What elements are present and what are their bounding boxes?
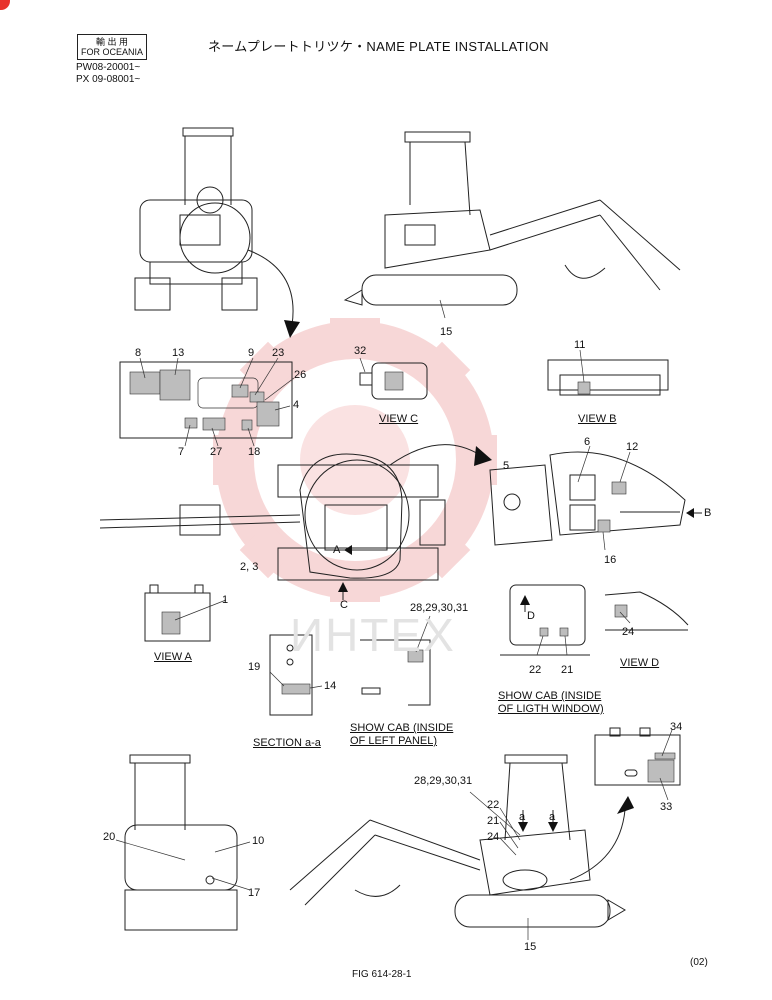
zoom-circle-top bbox=[304, 459, 410, 571]
caption-view-a: VIEW A bbox=[154, 651, 192, 663]
callout-19: 19 bbox=[248, 661, 261, 673]
callout-8: 8 bbox=[135, 347, 142, 359]
caption-view-c: VIEW C bbox=[379, 413, 419, 425]
callout-24-top: 24 bbox=[622, 626, 635, 638]
view-d-drawing bbox=[604, 591, 689, 631]
callout-10: 10 bbox=[252, 835, 265, 847]
view-a-battery bbox=[144, 584, 211, 642]
marker-a: A bbox=[333, 544, 341, 556]
side-view-machine-2 bbox=[289, 754, 626, 928]
view-c-drawing bbox=[359, 362, 428, 400]
callout-13: 13 bbox=[172, 347, 185, 359]
callout-21-bottom: 21 bbox=[487, 815, 500, 827]
side-view-machine bbox=[343, 131, 681, 306]
callout-4: 4 bbox=[293, 399, 300, 411]
marker-d: D bbox=[527, 610, 535, 622]
red-corner-mark bbox=[0, 0, 10, 10]
callout-23: 23 bbox=[272, 347, 285, 359]
callout-6: 6 bbox=[584, 436, 591, 448]
callout-33: 33 bbox=[660, 801, 673, 813]
zoom-circle-rear bbox=[179, 202, 251, 274]
serial-range-1: PW08-20001~ bbox=[76, 62, 141, 73]
watermark-text: ИНТЕХ bbox=[290, 609, 456, 661]
caption-view-d: VIEW D bbox=[620, 657, 660, 669]
view-arrows bbox=[338, 508, 702, 832]
caption-section-a-a: SECTION a-a bbox=[253, 737, 321, 749]
figure-number: FIG 614-28-1 bbox=[352, 969, 412, 980]
arrow-curve-1 bbox=[247, 249, 294, 326]
callout-22-bottom: 22 bbox=[487, 799, 500, 811]
callout-7: 7 bbox=[178, 446, 185, 458]
callout-28-31-bottom: 28,29,30,31 bbox=[414, 775, 473, 787]
cab-window-detail bbox=[500, 584, 590, 656]
revision-number: (02) bbox=[690, 957, 708, 968]
callout-21-top: 21 bbox=[561, 664, 574, 676]
view-b-drawing bbox=[547, 359, 669, 396]
callout-17: 17 bbox=[248, 887, 261, 899]
caption-cab-left-1: SHOW CAB (INSIDE bbox=[350, 722, 454, 734]
cab-detail-drawing bbox=[489, 451, 686, 546]
callout-32: 32 bbox=[354, 345, 367, 357]
caption-cab-window-2: OF LIGTH WINDOW) bbox=[498, 703, 604, 715]
callout-22-top: 22 bbox=[529, 664, 542, 676]
rear-view-machine bbox=[134, 127, 258, 311]
serial-range-2: PX 09-08001~ bbox=[76, 74, 141, 85]
callout-14: 14 bbox=[324, 680, 337, 692]
region-box: 輸 出 用 FOR OCEANIA bbox=[77, 34, 148, 60]
caption-view-b: VIEW B bbox=[578, 413, 617, 425]
callout-20: 20 bbox=[103, 831, 116, 843]
marker-section-a-2: a bbox=[549, 811, 556, 823]
callout-15-top: 15 bbox=[440, 326, 453, 338]
section-a-a bbox=[269, 634, 313, 716]
page-title: ネームプレートトリツケ・NAME PLATE INSTALLATION bbox=[208, 39, 549, 54]
rear-view-machine-2 bbox=[124, 754, 238, 931]
marker-c: C bbox=[340, 599, 348, 611]
region-box-en: FOR OCEANIA bbox=[81, 47, 144, 57]
callout-24-bottom: 24 bbox=[487, 831, 500, 843]
marker-b: B bbox=[704, 507, 712, 519]
callout-9: 9 bbox=[248, 347, 255, 359]
callout-15-bottom: 15 bbox=[524, 941, 537, 953]
callout-26: 26 bbox=[294, 369, 307, 381]
arrow-curve-3 bbox=[569, 809, 626, 881]
callout-1: 1 bbox=[222, 594, 229, 606]
callout-5: 5 bbox=[503, 460, 510, 472]
callout-16: 16 bbox=[604, 554, 617, 566]
callout-11: 11 bbox=[574, 339, 586, 351]
callout-2-3: 2, 3 bbox=[240, 561, 259, 573]
callout-27: 27 bbox=[210, 446, 223, 458]
panel-detail-33-34 bbox=[594, 727, 681, 786]
callout-12: 12 bbox=[626, 441, 639, 453]
region-box-jp: 輸 出 用 bbox=[96, 37, 129, 47]
leader-lines bbox=[115, 299, 673, 940]
callout-18: 18 bbox=[248, 446, 261, 458]
cab-left-panel bbox=[360, 639, 431, 706]
plate-group-detail bbox=[119, 361, 293, 439]
callout-34: 34 bbox=[670, 721, 683, 733]
caption-cab-window-1: SHOW CAB (INSIDE bbox=[498, 690, 602, 702]
caption-cab-left-2: OF LEFT PANEL) bbox=[350, 735, 438, 747]
marker-section-a-1: a bbox=[519, 811, 526, 823]
callout-28-31-top: 28,29,30,31 bbox=[410, 602, 469, 614]
arrow-curve-2 bbox=[389, 444, 481, 466]
